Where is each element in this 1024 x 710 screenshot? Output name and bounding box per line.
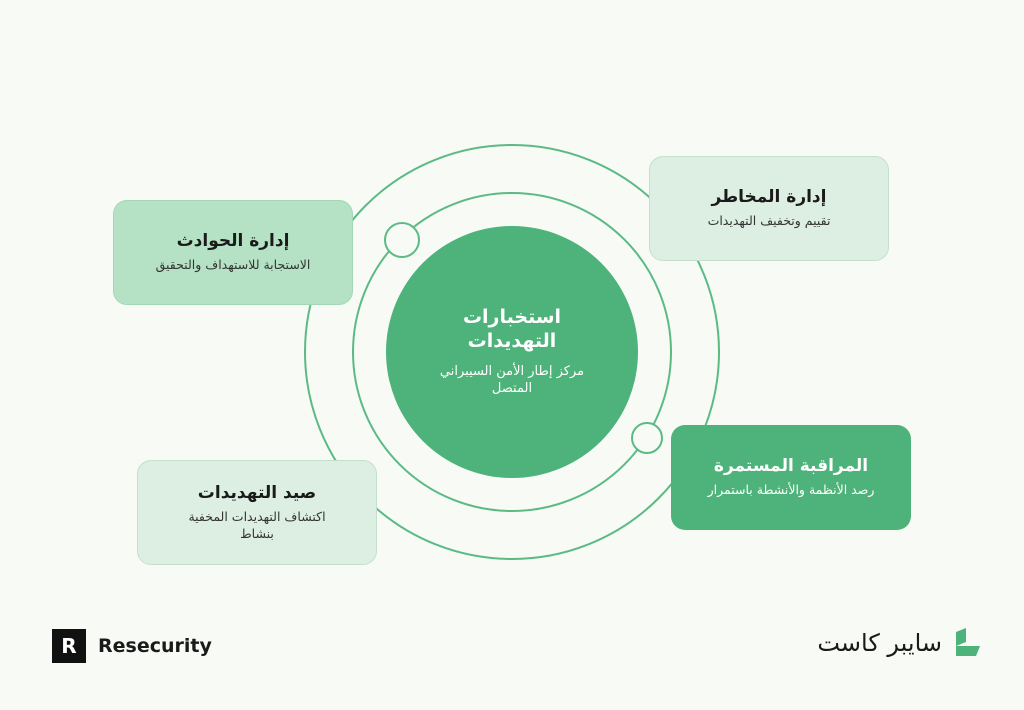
card-title: إدارة المخاطر	[711, 187, 827, 208]
card-title: صيد التهديدات	[197, 483, 317, 504]
card-desc: اكتشاف التهديدات المخفية بنشاط	[188, 509, 326, 541]
cybercast-logo-icon	[956, 628, 980, 656]
resecurity-logo-text: Resecurity	[98, 635, 212, 657]
card-risk-management: إدارة المخاطر تقييم وتخفيف التهديدات	[649, 156, 889, 261]
card-incident-management: إدارة الحوادث الاستجابة للاستهداف والتحق…	[113, 200, 353, 305]
resecurity-logo-icon: R	[52, 629, 86, 663]
card-title: إدارة الحوادث	[176, 231, 290, 252]
center-circle: استخبارات التهديدات مركز إطار الأمن السي…	[386, 226, 638, 478]
cybercast-logo-text: سايبر كاست	[817, 629, 942, 657]
outer-ring	[304, 144, 720, 560]
card-threat-hunting: صيد التهديدات اكتشاف التهديدات المخفية ب…	[137, 460, 377, 565]
orbit-node	[384, 222, 420, 258]
center-subtitle: مركز إطار الأمن السيبراني المتصل	[439, 363, 585, 396]
card-desc: الاستجابة للاستهداف والتحقيق	[155, 257, 311, 273]
card-desc: تقييم وتخفيف التهديدات	[707, 213, 831, 229]
card-desc: رصد الأنظمة والأنشطة باستمرار	[707, 482, 875, 498]
card-title: المراقبة المستمرة	[713, 456, 869, 477]
cybercast-logo: سايبر كاست	[817, 628, 980, 658]
center-title: استخبارات التهديدات	[462, 306, 562, 353]
inner-ring	[352, 192, 672, 512]
card-continuous-monitoring: المراقبة المستمرة رصد الأنظمة والأنشطة ب…	[671, 425, 911, 530]
resecurity-logo: R Resecurity	[52, 629, 212, 663]
orbit-node	[631, 422, 663, 454]
